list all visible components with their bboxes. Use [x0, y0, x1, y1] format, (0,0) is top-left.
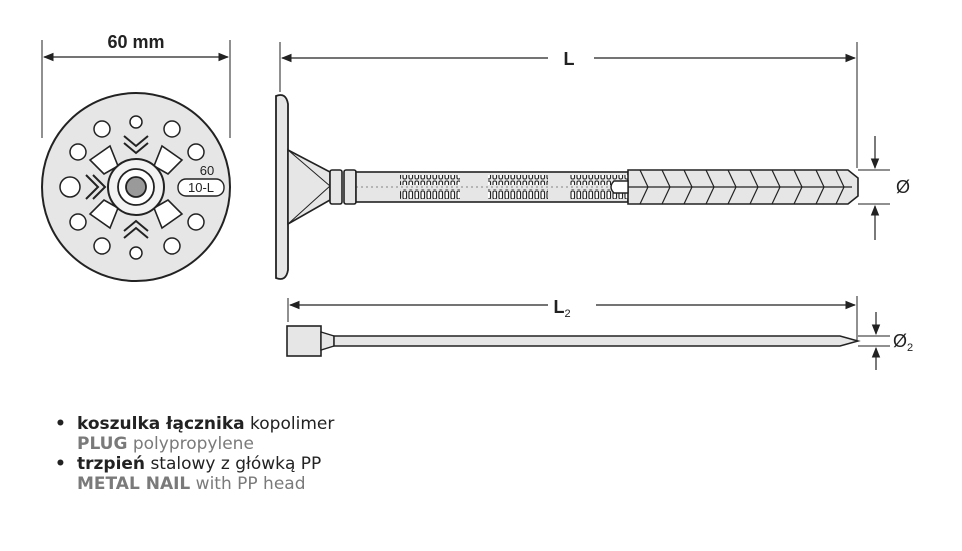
metal-nail-view: L2 Ø2 [286, 296, 913, 370]
vent-hole [59, 176, 81, 198]
chevron-mark [123, 135, 149, 155]
vent-hole [69, 143, 87, 161]
material-legend: • koszulka łącznika kopolimer PLUG polyp… [55, 414, 334, 494]
vent-hole [163, 237, 181, 255]
nail-shaft [333, 335, 861, 347]
legend-item-nail: • trzpień stalowy z główką PP METAL NAIL… [55, 454, 334, 494]
diameter-label: Ø [896, 177, 910, 197]
vent-hole [93, 237, 111, 255]
legend-line-en: PLUG polypropylene [77, 434, 334, 454]
legend-line-pl: trzpień stalowy z główką PP [77, 454, 334, 474]
plug-slot-group [400, 189, 460, 199]
vent-hole [93, 120, 111, 138]
head-size-marking: 60 [200, 163, 214, 178]
vent-hole [187, 143, 205, 161]
head-code-badge [177, 178, 225, 197]
nail-head [286, 325, 322, 357]
nail-length-label: L2 [553, 297, 570, 320]
legend-term-en: METAL NAIL [77, 474, 191, 494]
plug-side-view: L Ø [275, 42, 910, 280]
legend-desc: stalowy z główką PP [145, 454, 322, 474]
plug-cone [287, 148, 331, 226]
legend-term-en: PLUG [77, 434, 128, 454]
legend-desc-en: polypropylene [127, 434, 254, 454]
plug-slot-group [488, 189, 548, 199]
vent-hole [69, 213, 87, 231]
nail-diameter-label: Ø2 [893, 331, 913, 354]
chevron-mark [85, 174, 107, 200]
bullet: • [55, 414, 66, 434]
nail-neck [320, 331, 335, 351]
length-label: L [564, 49, 575, 69]
legend-term: trzpień [77, 454, 146, 474]
vent-hole [187, 213, 205, 231]
plug-slot-group [570, 175, 630, 185]
head-front-view: 60 mm 60 10-L [41, 32, 231, 282]
bullet: • [55, 454, 66, 474]
legend-term: koszulka łącznika [77, 414, 245, 434]
plug-slot-group [400, 175, 460, 185]
plug-slot-group [570, 189, 630, 199]
plug-slot-group [488, 175, 548, 185]
vent-hole [163, 120, 181, 138]
plug-collar [343, 169, 357, 205]
head-dimension-label: 60 mm [107, 32, 164, 52]
legend-desc: kopolimer [244, 414, 335, 434]
vent-hole [129, 115, 143, 129]
hub-nail-head [125, 176, 147, 198]
plug-head-plate [275, 94, 289, 280]
legend-desc-en: with PP head [190, 474, 306, 494]
legend-line-en: METAL NAIL with PP head [77, 474, 334, 494]
legend-item-plug: • koszulka łącznika kopolimer PLUG polyp… [55, 414, 334, 454]
legend-line-pl: koszulka łącznika kopolimer [77, 414, 334, 434]
plug-collar [329, 169, 343, 205]
vent-hole [129, 246, 143, 260]
head-code-marking: 10-L [188, 180, 214, 195]
chevron-mark [123, 219, 149, 239]
